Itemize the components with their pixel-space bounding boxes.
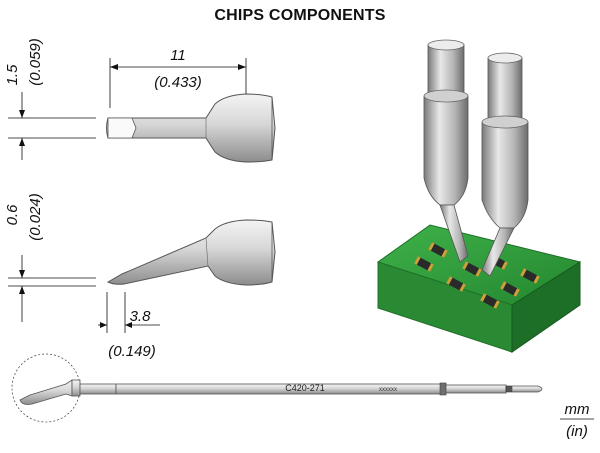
thickness-in-label: (0.024) xyxy=(27,193,44,241)
thickness-mm-label: 0.6 xyxy=(4,204,21,226)
full-cartridge: C420-271 xxxxxx xyxy=(11,353,543,423)
right-tweezer-arm xyxy=(481,52,529,277)
diagram-title: CHIPS COMPONENTS xyxy=(214,7,386,24)
tip-top-view: 11 (0.433) 1.5 (0.059) xyxy=(4,38,276,163)
chip-components xyxy=(414,242,540,309)
length-in-label: (0.433) xyxy=(154,74,202,91)
pcb-illustration xyxy=(376,39,582,353)
tip-in-label: (0.149) xyxy=(108,343,156,360)
length-mm-label: 11 xyxy=(170,47,186,64)
width-mm-label: 1.5 xyxy=(4,64,21,86)
left-tweezer-arm xyxy=(423,39,469,263)
tip-mm-label: 3.8 xyxy=(130,308,152,325)
part-number-label: C420-271 xyxy=(285,383,325,393)
width-in-label: (0.059) xyxy=(27,38,44,86)
units-primary: mm xyxy=(565,401,590,418)
serial-marking: xxxxxx xyxy=(379,387,397,393)
units-secondary: (in) xyxy=(566,423,588,440)
tip-side-view: 0.6 (0.024) 3.8 (0.149) xyxy=(4,193,276,360)
